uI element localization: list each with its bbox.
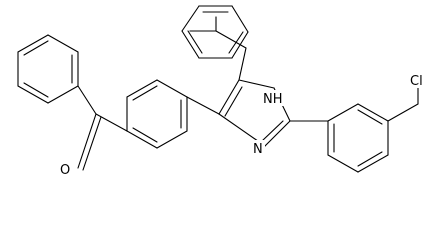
oxygen-atom-label: O [60, 163, 70, 178]
chlorine-atom-label: Cl [410, 74, 423, 89]
carbonyl-group [77, 85, 128, 171]
structure-canvas: O NH N Cl [17, 5, 432, 178]
bond-aryl-imidazole [186, 96, 220, 115]
top-phenyl-ring [181, 5, 249, 81]
imidazole-n-label: N [253, 142, 263, 157]
oxygen-label-bg [60, 161, 74, 177]
imidazole-nh-label: NH [263, 92, 283, 107]
chemical-structure: O NH N Cl [17, 5, 432, 178]
cl-label-bg [410, 72, 432, 88]
n-label-bg [253, 140, 265, 156]
bond-c-cl [387, 103, 419, 122]
chlorophenyl-ring [327, 103, 389, 173]
imidazole-ring [218, 79, 291, 147]
central-phenylene-ring [126, 79, 188, 149]
nh-label-bg [263, 90, 285, 106]
benzoyl-phenyl-ring [17, 34, 79, 104]
